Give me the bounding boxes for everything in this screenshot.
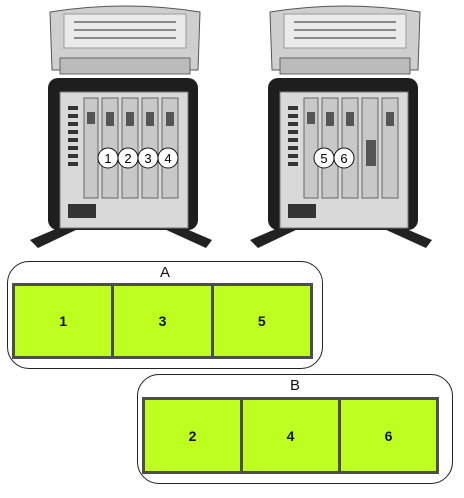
group-a-label: A [159,264,170,281]
badge-label: 2 [124,151,131,166]
badge-group-left: 1 2 3 4 [97,147,179,169]
group-a: A 1 3 5 [7,261,323,369]
badge-label: 5 [320,151,327,166]
slot: 1 [15,286,112,356]
badge-label: 4 [164,151,171,166]
slot: 3 [114,286,211,356]
group-b: B 2 4 6 [137,374,453,484]
badge-label: 3 [144,151,151,166]
slot: 4 [243,400,338,471]
group-a-slots: 1 3 5 [12,283,313,359]
computer-left-image: 1 2 3 4 [30,5,212,248]
group-b-label: B [289,377,300,394]
badge-label: 1 [104,151,111,166]
slot: 6 [341,400,436,471]
slot: 5 [213,286,310,356]
computer-right-image: 5 6 [250,5,432,248]
badge-label: 6 [340,151,347,166]
badge-group-right: 5 6 [313,147,355,169]
group-b-slots: 2 4 6 [142,397,439,474]
slot: 2 [145,400,240,471]
